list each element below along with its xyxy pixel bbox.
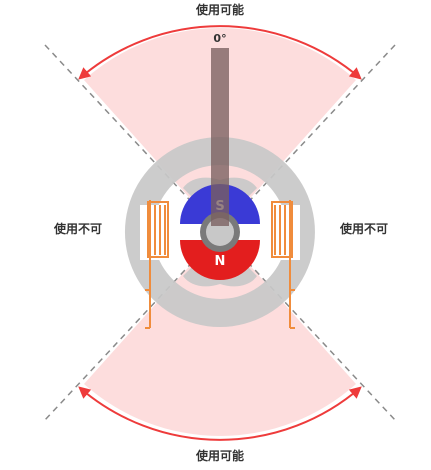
- pole-north-label: N: [215, 254, 226, 269]
- label-usable-top: 使用可能: [195, 2, 244, 17]
- coil-winding-left: [145, 200, 169, 329]
- label-unusable-left: 使用不可: [53, 221, 102, 236]
- label-angle-zero: 0°: [213, 32, 226, 45]
- pointer-needle: [211, 48, 229, 226]
- pole-north: [180, 240, 260, 280]
- label-usable-bottom: 使用可能: [195, 448, 244, 463]
- usable-arc-arrow-top: [78, 25, 362, 80]
- usable-zone-bottom: [84, 232, 356, 436]
- usable-arc-arrow-bottom: [78, 386, 362, 441]
- label-unusable-right: 使用不可: [339, 221, 388, 236]
- coil-winding-right: [271, 200, 295, 329]
